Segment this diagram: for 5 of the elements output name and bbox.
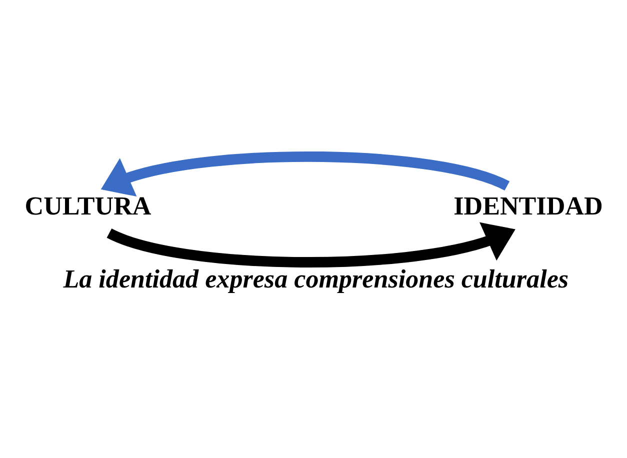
caption: La identidad expresa comprensiones culturales [63,264,569,294]
arrow [107,222,516,268]
arrow [100,152,510,197]
node-text: IDENTIDAD [454,192,603,221]
node-text: CULTURA [24,192,152,221]
